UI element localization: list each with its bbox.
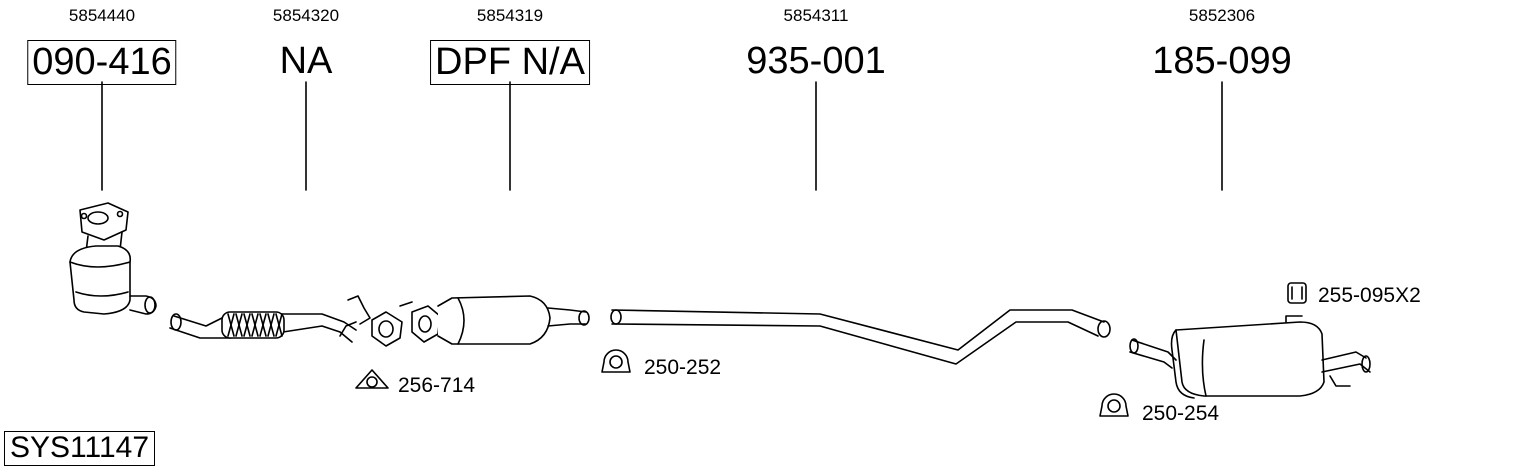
oe-number: 5854440 [68, 6, 136, 25]
oe-number: 5854319 [476, 6, 544, 25]
rubber-mount-icon [1287, 282, 1307, 304]
oe-number: 5852306 [1188, 6, 1256, 25]
part-number-rear-silencer[interactable]: 185-099 [1152, 40, 1292, 82]
flange-drawing [371, 311, 403, 347]
part-number-catalytic-converter[interactable]: 090-416 [27, 40, 177, 85]
clamp-icon [1099, 393, 1129, 417]
oe-number: 5854320 [272, 6, 340, 25]
part-number-flex-pipe[interactable]: NA [279, 40, 333, 82]
accessory-label-clamp[interactable]: 250-252 [644, 356, 722, 379]
gasket-icon [355, 369, 389, 389]
part-number-middle-pipe[interactable]: 935-001 [746, 40, 886, 82]
rear-silencer-drawing [1129, 315, 1371, 399]
flex-pipe-drawing [169, 295, 371, 343]
catalytic-converter-drawing [69, 202, 157, 315]
accessory-label-clamp[interactable]: 250-254 [1142, 402, 1220, 425]
middle-pipe-drawing [610, 309, 1111, 365]
accessory-label-gasket[interactable]: 256-714 [398, 374, 476, 397]
oe-number: 5854311 [783, 6, 849, 25]
clamp-icon [601, 349, 631, 373]
dpf-drawing [399, 295, 590, 345]
system-code: SYS11147 [4, 431, 155, 466]
part-number-dpf[interactable]: DPF N/A [430, 40, 590, 85]
accessory-label-rubber-mount[interactable]: 255-095X2 [1318, 284, 1421, 307]
